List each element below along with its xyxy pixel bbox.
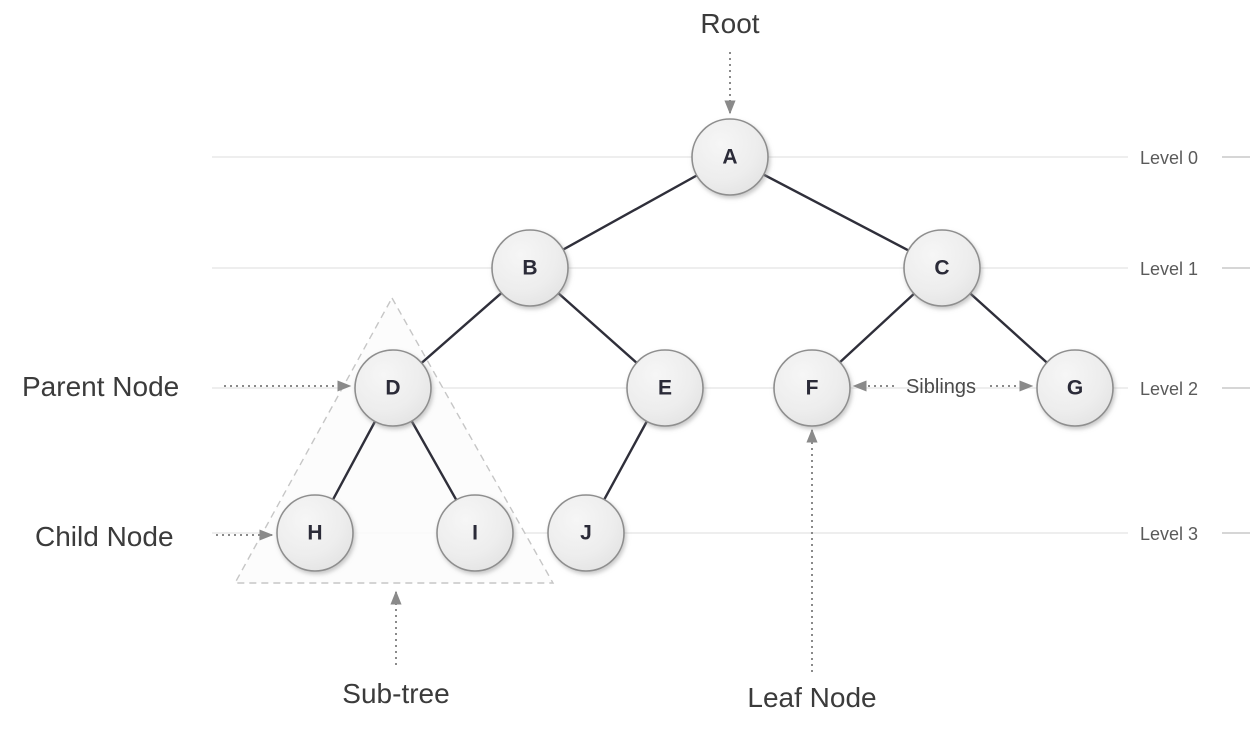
child-node-label: Child Node [35, 521, 174, 552]
node-circle-h[interactable] [276, 494, 354, 572]
node-circle-c[interactable] [903, 229, 981, 307]
root-label: Root [700, 8, 759, 39]
node-text-g: G [1067, 377, 1083, 400]
node-text-e: E [658, 377, 672, 400]
node-e[interactable]: E [626, 349, 704, 427]
node-h[interactable]: H [276, 494, 354, 572]
node-j[interactable]: J [547, 494, 625, 572]
annotation-parent-node: Parent Node [22, 371, 352, 402]
node-text-c: C [934, 257, 949, 280]
node-circle-j[interactable] [547, 494, 625, 572]
node-text-h: H [307, 522, 322, 545]
node-text-f: F [806, 377, 819, 400]
level-guide-1: Level 1 [212, 259, 1250, 279]
level-label-1: Level 1 [1140, 259, 1198, 279]
node-i[interactable]: I [436, 494, 514, 572]
edge-a-c [728, 155, 944, 270]
node-circle-b[interactable] [491, 229, 569, 307]
node-d[interactable]: D [354, 349, 432, 427]
siblings-label: Siblings [906, 376, 976, 398]
sub-tree-label: Sub-tree [342, 678, 449, 709]
node-circle-f[interactable] [773, 349, 851, 427]
annotation-root: Root [700, 8, 760, 115]
level-label-2: Level 2 [1140, 379, 1198, 399]
leaf-node-label: Leaf Node [747, 682, 876, 713]
annotation-child-node: Child Node [35, 521, 274, 552]
node-f[interactable]: F [773, 349, 851, 427]
parent-node-label: Parent Node [22, 371, 179, 402]
level-label-3: Level 3 [1140, 524, 1198, 544]
node-text-i: I [472, 522, 478, 545]
node-b[interactable]: B [491, 229, 569, 307]
level-label-0: Level 0 [1140, 148, 1198, 168]
annotation-leaf-node: Leaf Node [747, 428, 877, 713]
node-a[interactable]: A [691, 118, 769, 196]
node-circle-d[interactable] [354, 349, 432, 427]
annotation-sub-tree: Sub-tree [342, 590, 450, 709]
node-text-d: D [385, 377, 400, 400]
node-text-a: A [722, 146, 737, 169]
node-g[interactable]: G [1036, 349, 1114, 427]
node-c[interactable]: C [903, 229, 981, 307]
annotation-siblings: Siblings [852, 376, 1034, 398]
tree-nodes: A B C D E F G [276, 118, 1114, 572]
node-text-b: B [522, 257, 537, 280]
node-circle-i[interactable] [436, 494, 514, 572]
node-circle-a[interactable] [691, 118, 769, 196]
node-circle-e[interactable] [626, 349, 704, 427]
level-guide-0: Level 0 [212, 148, 1250, 168]
node-text-j: J [580, 522, 592, 545]
node-circle-g[interactable] [1036, 349, 1114, 427]
